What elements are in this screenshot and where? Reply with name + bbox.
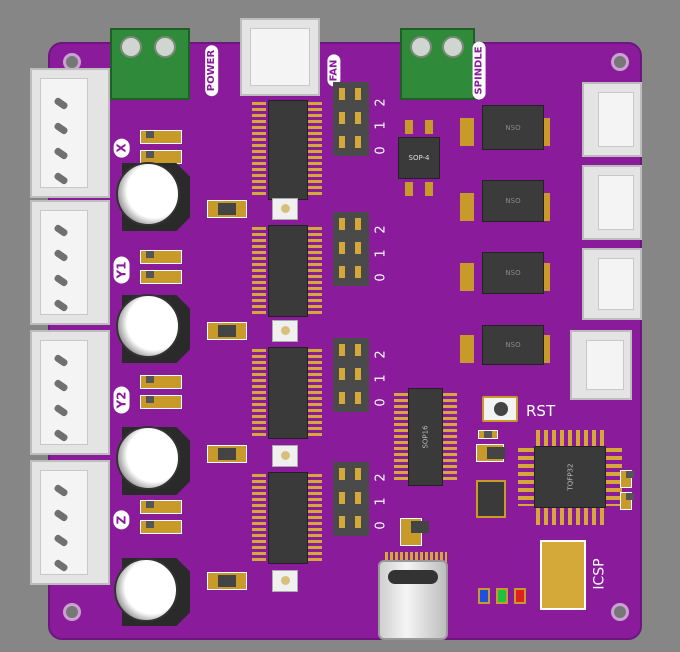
pad bbox=[425, 120, 433, 134]
jumper-label: 1 bbox=[373, 121, 389, 130]
resistor bbox=[620, 470, 634, 488]
motor-connector-y2 bbox=[30, 330, 110, 455]
resistor bbox=[140, 270, 182, 284]
chip-pins bbox=[308, 349, 322, 437]
fan-connector bbox=[240, 18, 320, 96]
optocoupler: NSO bbox=[482, 325, 544, 365]
optocoupler: NSO bbox=[482, 252, 544, 294]
label-z: Z bbox=[113, 510, 130, 530]
sop4-chip: SOP-4 bbox=[398, 137, 440, 179]
motor-connector-y1 bbox=[30, 200, 110, 325]
jumper-label: 1 bbox=[373, 374, 389, 383]
resistor bbox=[620, 492, 634, 510]
chip-pins bbox=[252, 349, 266, 437]
resistor bbox=[140, 130, 182, 144]
jumper-label: 1 bbox=[373, 249, 389, 258]
label-icsp: ICSP bbox=[591, 558, 608, 590]
microstep-jumper-header[interactable] bbox=[333, 338, 369, 412]
mounting-hole bbox=[63, 603, 81, 621]
smd-capacitor bbox=[476, 444, 505, 462]
jumper-label: 0 bbox=[373, 521, 389, 530]
stepper-driver-chip bbox=[268, 472, 308, 564]
jumper-label: 1 bbox=[373, 497, 389, 506]
label-rst: RST bbox=[526, 402, 556, 420]
chip-pins bbox=[308, 102, 322, 198]
label-spindle: SPINDLE bbox=[472, 41, 486, 100]
jumper-label: 0 bbox=[373, 146, 389, 155]
pad bbox=[405, 120, 413, 134]
stepper-driver-chip bbox=[268, 225, 308, 317]
chip-pins bbox=[394, 393, 408, 483]
label-x: X bbox=[113, 138, 130, 158]
label-y2: Y2 bbox=[113, 386, 130, 414]
jumper-label: 2 bbox=[373, 473, 389, 482]
chip-pins bbox=[252, 227, 266, 315]
trim-potentiometer[interactable] bbox=[272, 445, 298, 467]
label-power: POWER bbox=[205, 44, 219, 97]
trim-potentiometer[interactable] bbox=[272, 570, 298, 592]
jumper-label: 2 bbox=[373, 225, 389, 234]
label-y1: Y1 bbox=[113, 256, 130, 284]
resistor bbox=[140, 395, 182, 409]
resistor bbox=[140, 250, 182, 264]
electrolytic-capacitor bbox=[116, 294, 180, 358]
electrolytic-capacitor bbox=[116, 162, 180, 226]
chip-marking: TQFP32 bbox=[565, 463, 574, 491]
smd-capacitor bbox=[207, 572, 247, 590]
optocoupler: NSO bbox=[482, 105, 544, 150]
smd-capacitor bbox=[400, 518, 429, 546]
microstep-jumper-header[interactable] bbox=[333, 212, 369, 286]
trim-potentiometer[interactable] bbox=[272, 320, 298, 342]
jumper-label: 2 bbox=[373, 350, 389, 359]
jumper-label: 2 bbox=[373, 98, 389, 107]
microstep-jumper-header[interactable] bbox=[333, 462, 369, 536]
pad bbox=[425, 182, 433, 196]
led-blue bbox=[478, 588, 490, 604]
smd-capacitor bbox=[207, 322, 247, 340]
resistor bbox=[140, 520, 182, 534]
jumper-label: 0 bbox=[373, 273, 389, 282]
electrolytic-capacitor bbox=[116, 426, 180, 490]
input-connector bbox=[582, 248, 642, 320]
jumper-label: 0 bbox=[373, 398, 389, 407]
pad bbox=[405, 182, 413, 196]
mounting-hole bbox=[611, 603, 629, 621]
smd-capacitor bbox=[207, 445, 247, 463]
chip-pins bbox=[443, 393, 457, 483]
stepper-driver-chip bbox=[268, 100, 308, 200]
motor-connector-x bbox=[30, 68, 110, 198]
chip-pins bbox=[252, 474, 266, 562]
chip-pins bbox=[308, 227, 322, 315]
icsp-header[interactable] bbox=[540, 540, 586, 610]
resistor bbox=[140, 375, 182, 389]
usb-c-port[interactable] bbox=[378, 560, 448, 640]
optocoupler: NSO bbox=[482, 180, 544, 222]
chip-pins bbox=[252, 102, 266, 198]
resistor bbox=[140, 500, 182, 514]
stepper-driver-chip bbox=[268, 347, 308, 439]
smd-capacitor bbox=[207, 200, 247, 218]
resistor bbox=[478, 430, 498, 439]
motor-connector-z bbox=[30, 460, 110, 585]
mounting-hole bbox=[611, 53, 629, 71]
input-connector bbox=[582, 82, 642, 157]
chip-pins bbox=[308, 474, 322, 562]
led-green bbox=[496, 588, 508, 604]
input-connector bbox=[582, 165, 642, 240]
electrolytic-capacitor bbox=[114, 558, 178, 622]
input-connector bbox=[570, 330, 632, 400]
trim-potentiometer[interactable] bbox=[272, 198, 298, 220]
chip-marking: SOP16 bbox=[421, 425, 430, 449]
reset-button[interactable] bbox=[482, 396, 518, 422]
mcu-chip: TQFP32 bbox=[534, 446, 606, 508]
crystal bbox=[476, 480, 506, 518]
sop16-chip: SOP16 bbox=[408, 388, 443, 486]
led-red bbox=[514, 588, 526, 604]
power-terminal-block bbox=[110, 28, 190, 100]
microstep-jumper-header[interactable] bbox=[333, 82, 369, 156]
spindle-terminal-block bbox=[400, 28, 475, 100]
